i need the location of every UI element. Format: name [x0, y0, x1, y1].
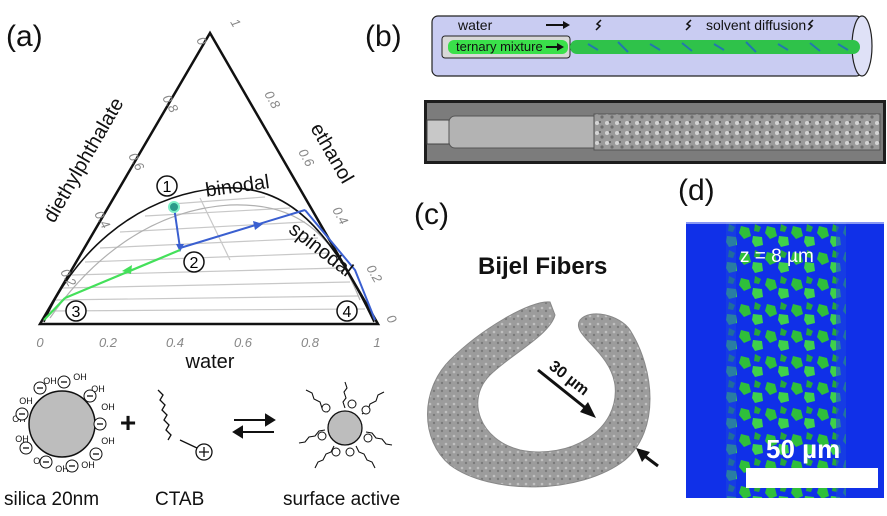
svg-text:0.8: 0.8: [301, 335, 320, 350]
svg-text:OH: OH: [43, 376, 57, 386]
svg-text:3: 3: [72, 304, 81, 321]
silica-particle: [28, 390, 96, 458]
capillary-tip: [426, 119, 450, 145]
start-point-dot: [168, 201, 180, 213]
marker-4: 4: [336, 300, 358, 322]
svg-text:OH: OH: [19, 396, 33, 406]
fiber-textured-section: [593, 113, 881, 151]
confocal-scale-label: 50 µm: [766, 434, 840, 464]
ctab-caption: CTAB: [155, 489, 205, 510]
silica-caption: silica 20nm: [4, 489, 100, 510]
left-ticks: 0.2 0.4 0.6 0.8 0: [57, 34, 210, 290]
bijel-fibers-title: Bijel Fibers: [478, 253, 608, 280]
svg-text:OH: OH: [101, 402, 115, 412]
surface-active-particle: [327, 410, 363, 446]
solvent-diffusion-label: solvent diffusion: [706, 17, 806, 33]
svg-text:0.4: 0.4: [329, 204, 351, 227]
svg-text:4: 4: [343, 304, 352, 321]
marker-1: 1: [156, 175, 178, 197]
left-axis-label: diethylphthalate: [39, 94, 128, 226]
fiber-body: [427, 301, 651, 488]
green-arrowhead: [122, 265, 132, 274]
svg-text:0.6: 0.6: [234, 335, 253, 350]
fiber-smooth-section: [448, 115, 600, 149]
ctab-tail: [157, 389, 172, 441]
surface-active-heads: [317, 399, 373, 457]
svg-text:OH: OH: [73, 372, 87, 382]
blue-trajectory: [173, 206, 376, 321]
ternary-arrow: [546, 43, 564, 51]
svg-text:0.2: 0.2: [99, 335, 118, 350]
green-trajectory: [43, 248, 181, 321]
right-ticks: 0 0.2 0.4 0.6 0.8 1: [227, 16, 400, 326]
svg-text:OH: OH: [55, 464, 69, 474]
water-arrow: [546, 21, 570, 29]
svg-text:1: 1: [227, 16, 244, 30]
sem-fiber-image: 30 µm: [427, 301, 659, 488]
svg-text:OH: OH: [91, 384, 105, 394]
ctab-head-plus: [199, 447, 209, 457]
svg-text:0.4: 0.4: [91, 208, 113, 231]
confocal-fiber-core: [726, 222, 846, 498]
ternary-stream: [448, 40, 568, 54]
z-depth-label: z = 8 µm: [740, 246, 814, 267]
silica-minus-signs: [19, 381, 103, 467]
ternary-phase-diagram: 1 2 3 4 binodal spinodal 0 0.2 0.4 0.6 0…: [36, 16, 400, 373]
microscope-image: [424, 100, 886, 164]
svg-text:OH: OH: [81, 460, 95, 470]
surface-active-caption: surface active: [283, 489, 401, 510]
panel-d-label: (d): [678, 174, 715, 207]
svg-text:0.8: 0.8: [261, 88, 283, 112]
ternary-mixture-label: ternary mixture: [456, 39, 543, 54]
blue-arrowhead-1: [176, 244, 184, 252]
water-label: water: [457, 17, 493, 33]
bottom-axis-label: water: [185, 351, 235, 373]
svg-text:OH: OH: [101, 436, 115, 446]
fiber-scale-arrow: [537, 368, 596, 418]
svg-text:OH: OH: [15, 434, 29, 444]
marker-3: 3: [65, 300, 87, 322]
diffusion-squiggles: [595, 19, 814, 31]
confocal-scale-bar: [746, 468, 878, 488]
panel-c-label: (c): [414, 198, 449, 231]
svg-text:0: 0: [36, 335, 44, 350]
bottom-ticks: 0 0.2 0.4 0.6 0.8 1: [36, 335, 380, 350]
panel-b-label: (b): [365, 20, 402, 53]
svg-text:0.2: 0.2: [363, 262, 385, 286]
fiber-texture: [587, 41, 849, 53]
svg-text:0.4: 0.4: [166, 335, 184, 350]
blue-arrowhead-2: [253, 221, 263, 230]
svg-text:2: 2: [190, 255, 199, 272]
tie-lines: [47, 196, 366, 312]
capillary-schematic: water ternary mixture solvent diffusion: [431, 15, 873, 77]
surfactant-schematic: OH OH OH OH OH OH OH OH OH OH OH +: [12, 372, 393, 474]
equilibrium-arrows: [232, 413, 276, 439]
panel-a-label: (a): [6, 20, 43, 53]
svg-text:0: 0: [383, 312, 400, 326]
fiber-pointer-arrow: [636, 448, 659, 468]
svg-text:0.6: 0.6: [295, 146, 317, 170]
binodal-curve: [43, 187, 375, 323]
ternary-triangle: [37, 30, 381, 326]
marker-2: 2: [183, 251, 205, 273]
svg-text:1: 1: [163, 179, 172, 196]
svg-text:1: 1: [373, 335, 380, 350]
plus-sign: +: [120, 407, 136, 438]
confocal-image: z = 8 µm 50 µm: [686, 222, 884, 498]
